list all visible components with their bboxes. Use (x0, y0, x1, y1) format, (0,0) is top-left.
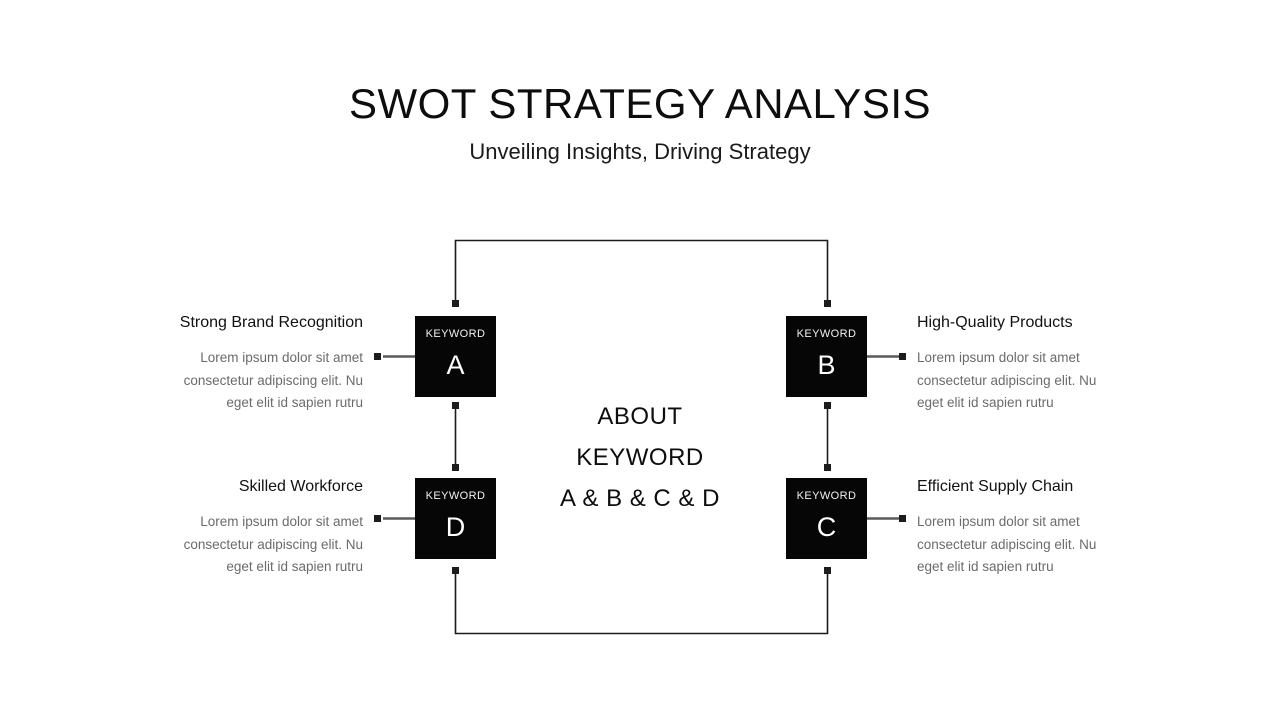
keyword-node-b[interactable]: KEYWORD B (786, 316, 867, 397)
quadrant-c-heading: Efficient Supply Chain (917, 478, 1074, 495)
quadrant-text-d: Skilled Workforce Lorem ipsum dolor sit … (163, 477, 363, 579)
connector-a-to-d (452, 402, 459, 471)
keyword-node-d[interactable]: KEYWORD D (415, 478, 496, 559)
connector-b-to-c (824, 402, 831, 471)
keyword-node-a-label: KEYWORD (425, 328, 486, 340)
quadrant-d-heading: Skilled Workforce (238, 478, 363, 495)
leader-a (374, 353, 415, 360)
quadrant-b-body: Lorem ipsum dolor sit amet consectetur a… (917, 350, 1097, 410)
center-line-3: A & B & C & D (560, 485, 720, 512)
keyword-node-b-label: KEYWORD (796, 328, 857, 340)
keyword-node-a[interactable]: KEYWORD A (415, 316, 496, 397)
connector-a-to-b (452, 239, 831, 307)
quadrant-c-body: Lorem ipsum dolor sit amet consectetur a… (917, 514, 1097, 574)
diagram-header: SWOT STRATEGY ANALYSIS Unveiling Insight… (0, 78, 1280, 166)
connector-d-to-c (452, 567, 831, 635)
leader-d (374, 515, 415, 522)
page-title: SWOT STRATEGY ANALYSIS (348, 80, 932, 127)
keyword-node-c-letter: C (816, 512, 837, 542)
quadrant-a-body: Lorem ipsum dolor sit amet consectetur a… (183, 350, 363, 410)
keyword-node-c[interactable]: KEYWORD C (786, 478, 867, 559)
keyword-node-b-letter: B (817, 350, 836, 380)
keyword-node-d-letter: D (445, 512, 466, 542)
center-line-2: KEYWORD (576, 444, 704, 471)
page-subtitle: Unveiling Insights, Driving Strategy (469, 139, 811, 164)
quadrant-a-heading: Strong Brand Recognition (179, 314, 363, 331)
keyword-node-d-label: KEYWORD (425, 490, 486, 502)
keyword-node-a-letter: A (446, 350, 465, 380)
center-label: ABOUT KEYWORD A & B & C & D (490, 396, 790, 519)
quadrant-text-c: Efficient Supply Chain Lorem ipsum dolor… (917, 477, 1117, 579)
keyword-node-c-label: KEYWORD (796, 490, 857, 502)
quadrant-b-heading: High-Quality Products (917, 314, 1073, 331)
quadrant-text-b: High-Quality Products Lorem ipsum dolor … (917, 313, 1117, 415)
quadrant-d-body: Lorem ipsum dolor sit amet consectetur a… (183, 514, 363, 574)
leader-c (867, 515, 906, 522)
leader-b (867, 353, 906, 360)
center-line-1: ABOUT (597, 403, 683, 430)
quadrant-text-a: Strong Brand Recognition Lorem ipsum dol… (163, 313, 363, 415)
